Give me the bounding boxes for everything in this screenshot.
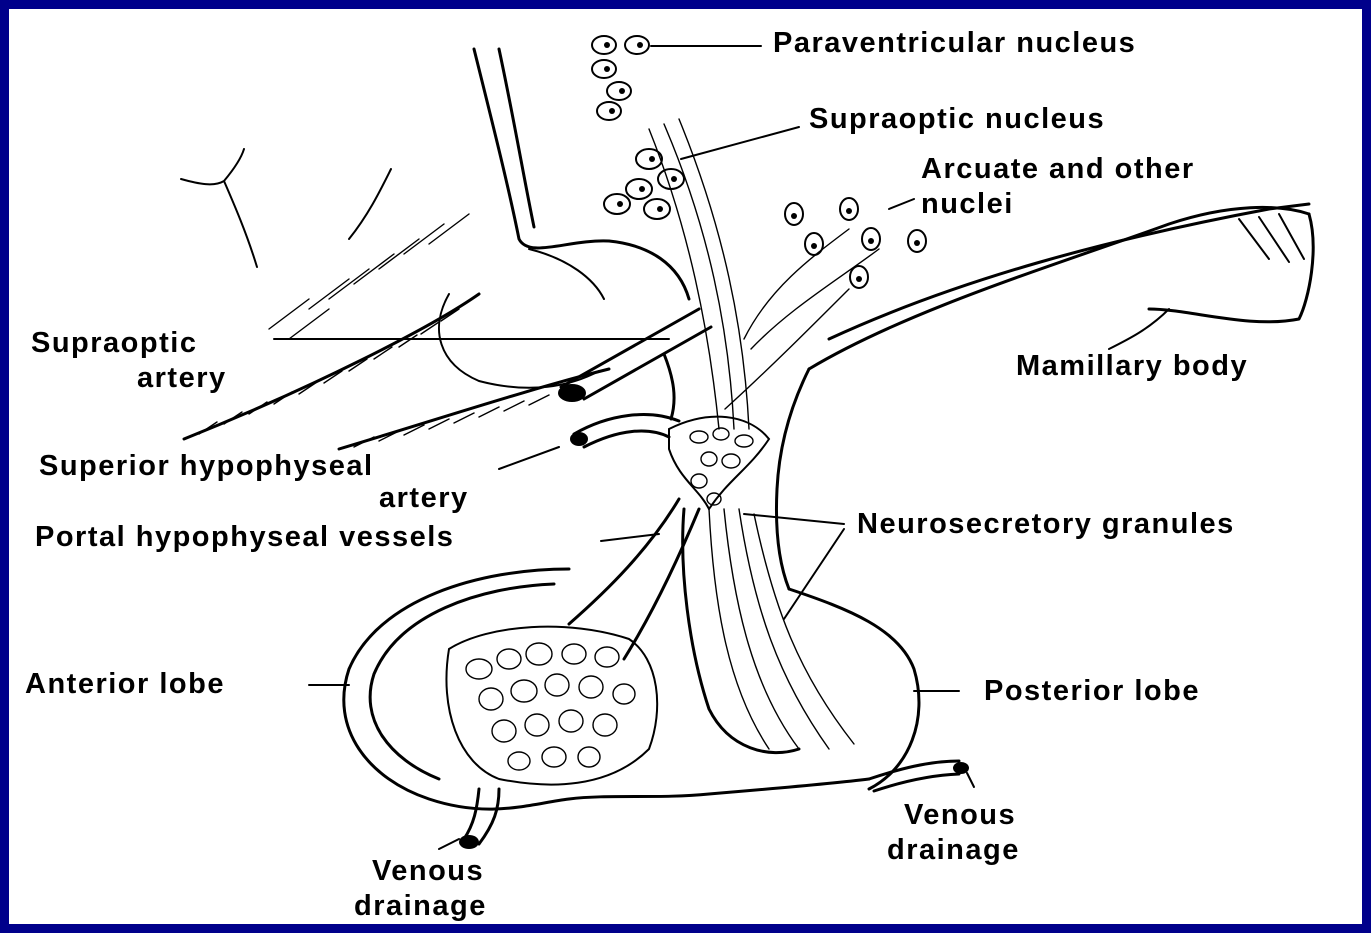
label-portal-hypophyseal-vessels: Portal hypophyseal vessels: [35, 520, 454, 554]
label-venous-drainage-right-line1: Venous: [904, 798, 1016, 832]
label-supraoptic-artery-line2: artery: [137, 361, 227, 395]
supraoptic-artery-vessel: [558, 309, 711, 402]
label-venous-drainage-left-line2: drainage: [354, 889, 487, 923]
label-posterior-lobe: Posterior lobe: [984, 674, 1200, 708]
label-mamillary-body: Mamillary body: [1016, 349, 1248, 383]
label-venous-drainage-left-line1: Venous: [372, 854, 484, 888]
label-arcuate-line2: nuclei: [921, 187, 1014, 221]
diagram-canvas: Paraventricular nucleus Supraoptic nucle…: [9, 9, 1362, 924]
label-paraventricular-nucleus: Paraventricular nucleus: [773, 26, 1136, 60]
hatched-band: [184, 214, 609, 449]
label-superior-hypophyseal-line1: Superior hypophyseal: [39, 449, 374, 483]
label-supraoptic-artery-line1: Supraoptic: [31, 326, 197, 360]
label-supraoptic-nucleus: Supraoptic nucleus: [809, 102, 1105, 136]
label-superior-hypophyseal-line2: artery: [379, 481, 469, 515]
label-arcuate-line1: Arcuate and other: [921, 152, 1195, 186]
pituitary-lobes: [344, 509, 869, 809]
primary-capillary-plexus: [570, 415, 769, 509]
portal-vessels: [569, 499, 699, 659]
label-neurosecretory-granules: Neurosecretory granules: [857, 507, 1235, 541]
label-venous-drainage-right-line2: drainage: [887, 833, 1020, 867]
label-anterior-lobe: Anterior lobe: [25, 667, 225, 701]
